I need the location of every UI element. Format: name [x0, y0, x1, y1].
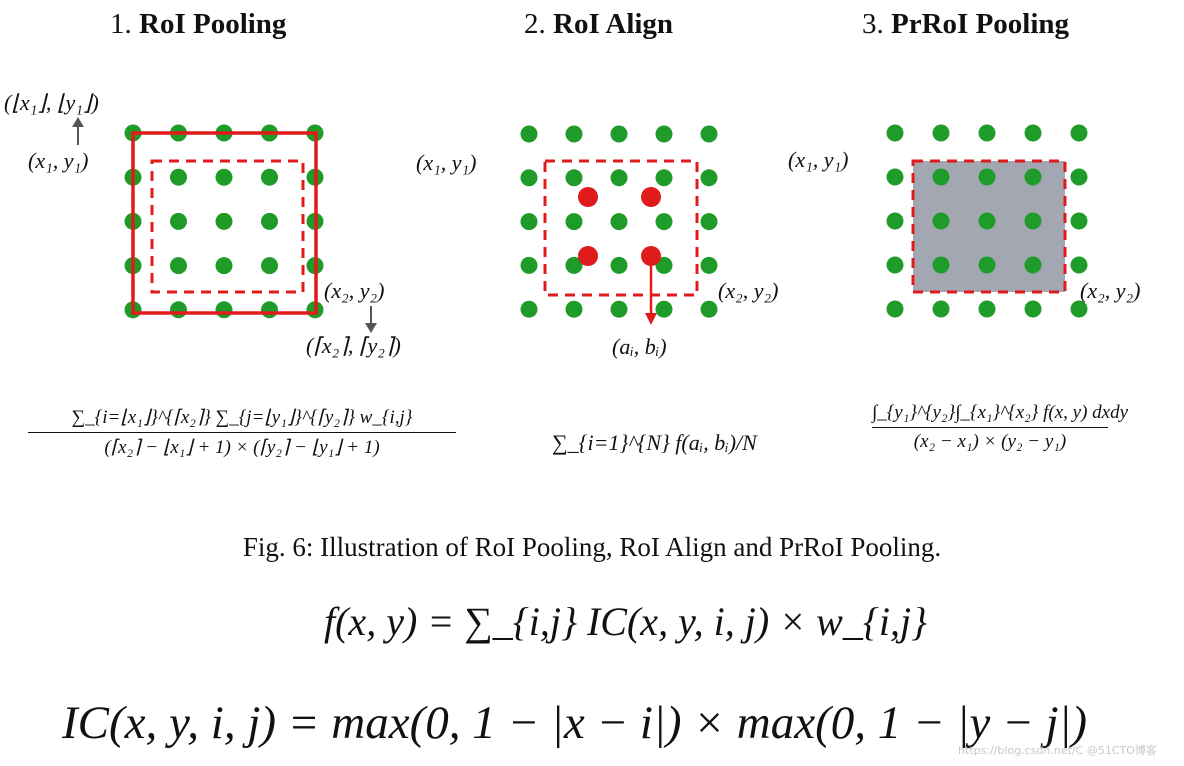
grid-dot — [978, 212, 996, 230]
grid-dot — [932, 168, 950, 186]
grid-dot — [978, 300, 996, 318]
grid-dot — [520, 125, 538, 143]
grid-dot — [1024, 300, 1042, 318]
grid-dot — [886, 256, 904, 274]
roi-box — [543, 159, 699, 297]
sample-point — [578, 246, 598, 266]
label-x1-y1: (x₁, y₁) — [788, 147, 849, 172]
grid-dot — [700, 256, 718, 274]
label-x1-y1: (x₁, y₁) — [416, 150, 477, 175]
grid-dot — [170, 168, 187, 186]
grid-dot — [565, 300, 583, 318]
grid-dot — [565, 169, 583, 187]
formula-denominator: (⌈x₂⌉ − ⌊x₁⌋ + 1) × (⌈y₂⌉ − ⌊y₁⌋ + 1) — [104, 437, 380, 458]
grid-dot — [1070, 256, 1088, 274]
grid-dot — [886, 124, 904, 142]
grid-dot — [520, 300, 538, 318]
formula-numerator: ∑_{i=⌊x₁⌋}^{⌈x₂⌉} ∑_{j=⌊y₁⌋}^{⌈y₂⌉} w_{i… — [71, 407, 413, 428]
grid-dot — [261, 257, 278, 275]
grid-dot — [565, 213, 583, 231]
formula-prroi-pooling: ∫_{y₁}^{y₂}∫_{x₁}^{x₂} f(x, y) dxdy (x₂ … — [872, 402, 1129, 453]
grid-dot — [655, 213, 673, 231]
roi-align-diagram — [520, 125, 718, 325]
label-ceil-x2-y2: (⌈x₂⌉, ⌈y₂⌉) — [306, 333, 401, 358]
roi-pooling-diagram — [72, 117, 377, 333]
sample-point — [641, 187, 661, 207]
grid-dot — [932, 124, 950, 142]
arrow-down-icon — [645, 258, 657, 325]
grid-dot — [1024, 256, 1042, 274]
roi-box — [911, 159, 1067, 294]
grid-dot — [610, 125, 628, 143]
grid-dot — [886, 300, 904, 318]
grid-dot — [886, 168, 904, 186]
grid-dot — [932, 212, 950, 230]
grid-dot — [655, 256, 673, 274]
grid-dot — [655, 300, 673, 318]
label-x1-y1: (x₁, y₁) — [28, 148, 89, 173]
grid-dot — [1070, 168, 1088, 186]
equation-f: f(x, y) = ∑_{i,j} IC(x, y, i, j) × w_{i,… — [324, 599, 928, 644]
dot-grid — [520, 125, 718, 318]
grid-dot — [565, 125, 583, 143]
formula-denominator: (x₂ − x₁) × (y₂ − y₁) — [913, 431, 1067, 452]
grid-dot — [170, 257, 187, 275]
dot-grid — [886, 124, 1088, 318]
figure-caption: Fig. 6: Illustration of RoI Pooling, RoI… — [242, 532, 942, 562]
grid-dot — [700, 169, 718, 187]
grid-dot — [215, 257, 233, 275]
title-prroi-pooling: 3. PrRoI Pooling — [862, 8, 1070, 40]
sample-point — [578, 187, 598, 207]
label-ai-bi: (aᵢ, bᵢ) — [612, 334, 667, 359]
grid-dot — [655, 169, 673, 187]
grid-dot — [700, 300, 718, 318]
grid-dot — [1070, 212, 1088, 230]
grid-dot — [610, 256, 628, 274]
grid-dot — [215, 168, 233, 186]
grid-dot — [700, 213, 718, 231]
quantized-roi-box — [131, 131, 318, 315]
label-x2-y2: (x₂, y₂) — [1080, 278, 1141, 303]
grid-dot — [1070, 124, 1088, 142]
grid-dot — [932, 256, 950, 274]
title-roi-pooling: 1. RoI Pooling — [110, 8, 287, 40]
grid-dot — [1024, 168, 1042, 186]
label-floor-x1-y1: (⌊x₁⌋, ⌊y₁⌋) — [4, 90, 99, 115]
prroi-pooling-diagram — [886, 124, 1088, 318]
grid-dot — [170, 212, 187, 230]
grid-dot — [978, 256, 996, 274]
original-roi-box — [150, 159, 305, 294]
grid-dot — [1024, 124, 1042, 142]
equation-ic: IC(x, y, i, j) = max(0, 1 − |x − i|) × m… — [62, 697, 1088, 749]
grid-dot — [932, 300, 950, 318]
formula-numerator: ∫_{y₁}^{y₂}∫_{x₁}^{x₂} f(x, y) dxdy — [872, 402, 1129, 423]
grid-dot — [215, 212, 233, 230]
grid-dot — [261, 212, 278, 230]
grid-dot — [565, 256, 583, 274]
grid-dot — [610, 213, 628, 231]
sample-point — [641, 246, 661, 266]
grid-dot — [610, 169, 628, 187]
grid-dot — [261, 168, 278, 186]
grid-dot — [978, 168, 996, 186]
formula-roi-pooling: ∑_{i=⌊x₁⌋}^{⌈x₂⌉} ∑_{j=⌊y₁⌋}^{⌈y₂⌉} w_{i… — [28, 406, 456, 459]
arrow-up-icon — [72, 117, 84, 145]
watermark: https://blog.csdn.net/C @51CTO博客 — [958, 744, 1157, 757]
grid-dot — [520, 213, 538, 231]
grid-dot — [1070, 300, 1088, 318]
grid-dot — [520, 256, 538, 274]
arrow-down-icon — [365, 306, 377, 333]
grid-dot — [1024, 212, 1042, 230]
title-roi-align: 2. RoI Align — [524, 8, 674, 40]
label-x2-y2: (x₂, y₂) — [718, 278, 779, 303]
grid-dot — [610, 300, 628, 318]
grid-dot — [655, 125, 673, 143]
grid-dot — [886, 212, 904, 230]
grid-dot — [700, 125, 718, 143]
label-x2-y2: (x₂, y₂) — [324, 278, 385, 303]
grid-dot — [978, 124, 996, 142]
grid-dot — [520, 169, 538, 187]
formula-roi-align: ∑_{i=1}^{N} f(aᵢ, bᵢ)/N — [552, 430, 757, 455]
